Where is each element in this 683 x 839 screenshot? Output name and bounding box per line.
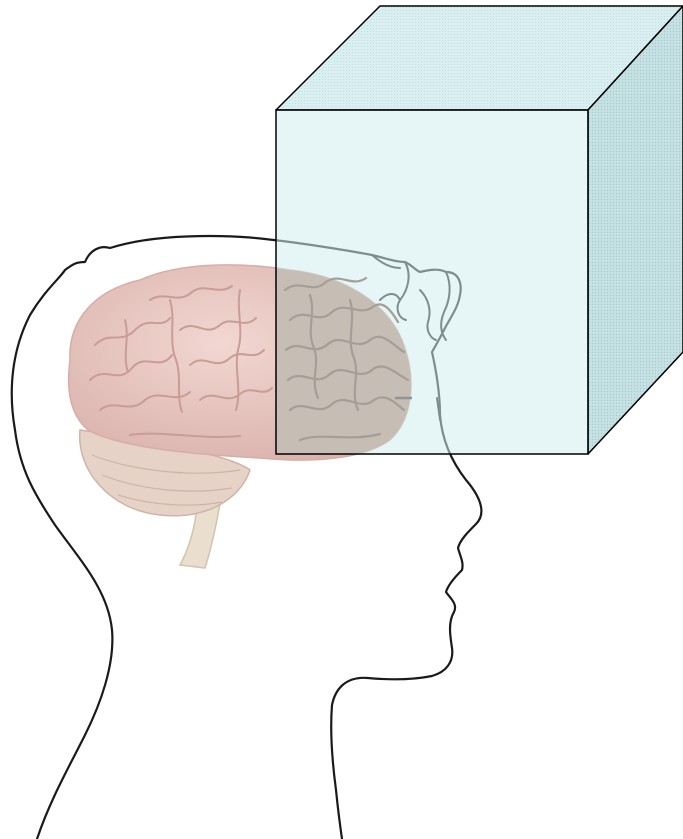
cube <box>276 6 683 454</box>
cube-front-face <box>276 110 588 454</box>
